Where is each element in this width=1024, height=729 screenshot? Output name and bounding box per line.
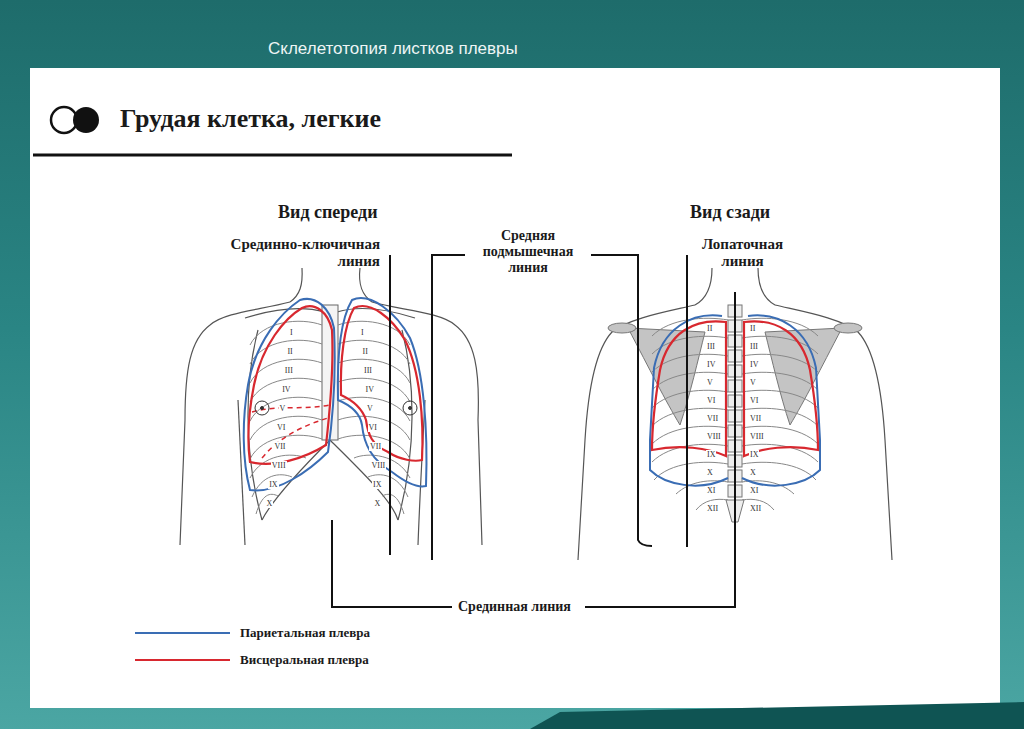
nipple-mark	[255, 401, 417, 415]
rib-number: XII	[706, 504, 719, 513]
legend-swatch	[135, 659, 230, 661]
header-icon	[73, 107, 99, 133]
rib-number: X	[266, 499, 274, 508]
line-label: Срединно-ключичная линия	[215, 236, 380, 270]
view-heading: Вид сзади	[690, 202, 770, 223]
rib-number: IV	[706, 360, 716, 369]
rib-number: IV	[365, 385, 375, 394]
rib-number: VI	[276, 423, 286, 432]
rib-number: VII	[706, 414, 719, 423]
rib-number: XII	[749, 504, 762, 513]
legend-text: Париетальная плевра	[240, 625, 370, 641]
rib-number: I	[360, 328, 365, 337]
legend-swatch	[135, 632, 230, 634]
rib-number: IV	[281, 385, 291, 394]
front-visceral-pleura	[248, 306, 422, 464]
line-label: Средняя подмышечная линия	[468, 228, 588, 276]
rib-number: VIII	[271, 461, 287, 470]
rib-number: XI	[706, 486, 716, 495]
rib-number: XI	[749, 486, 759, 495]
rib-number: VIII	[706, 432, 722, 441]
legend-text: Висцеральная плевра	[240, 652, 369, 668]
rib-number: VII	[273, 442, 286, 451]
front-ribs	[250, 321, 410, 514]
reference-line	[332, 255, 735, 607]
rib-number: II	[749, 324, 756, 333]
rib-number: VII	[369, 442, 382, 451]
rib-number: VI	[749, 396, 759, 405]
corner-decoration	[530, 702, 1024, 729]
rib-number: V	[706, 378, 714, 387]
rib-number: I	[289, 328, 294, 337]
rib-number: VIII	[371, 461, 387, 470]
rib-number: VII	[749, 414, 762, 423]
rib-number: V	[366, 404, 374, 413]
view-heading: Вид спереди	[278, 202, 378, 223]
rib-number: VI	[368, 423, 378, 432]
rib-number: III	[749, 342, 759, 351]
header-rule	[33, 154, 512, 157]
line-label: Срединная линия	[458, 599, 571, 615]
rib-number: VI	[706, 396, 716, 405]
rib-number: II	[706, 324, 713, 333]
rib-number: V	[749, 378, 757, 387]
rib-number: IX	[372, 480, 382, 489]
rib-number: IX	[749, 450, 759, 459]
rib-number: III	[706, 342, 716, 351]
rib-number: II	[286, 347, 293, 356]
rib-number: X	[374, 499, 382, 508]
rib-number: X	[749, 468, 757, 477]
slide-title: Склелетотопия листков плевры	[268, 39, 518, 59]
rib-number: VIII	[749, 432, 765, 441]
rib-number: X	[706, 468, 714, 477]
section-heading: Грудая клетка, легкие	[120, 104, 381, 134]
line-label: Лопаточная линия	[690, 236, 795, 270]
rib-number: III	[284, 366, 294, 375]
front-torso	[180, 268, 482, 545]
rib-number: II	[362, 347, 369, 356]
rib-number: IX	[706, 450, 716, 459]
front-parietal-pleura	[244, 298, 427, 490]
rib-number: IV	[749, 360, 759, 369]
rib-number: IX	[268, 480, 278, 489]
rib-number: V	[279, 404, 287, 413]
rib-number: III	[363, 366, 373, 375]
